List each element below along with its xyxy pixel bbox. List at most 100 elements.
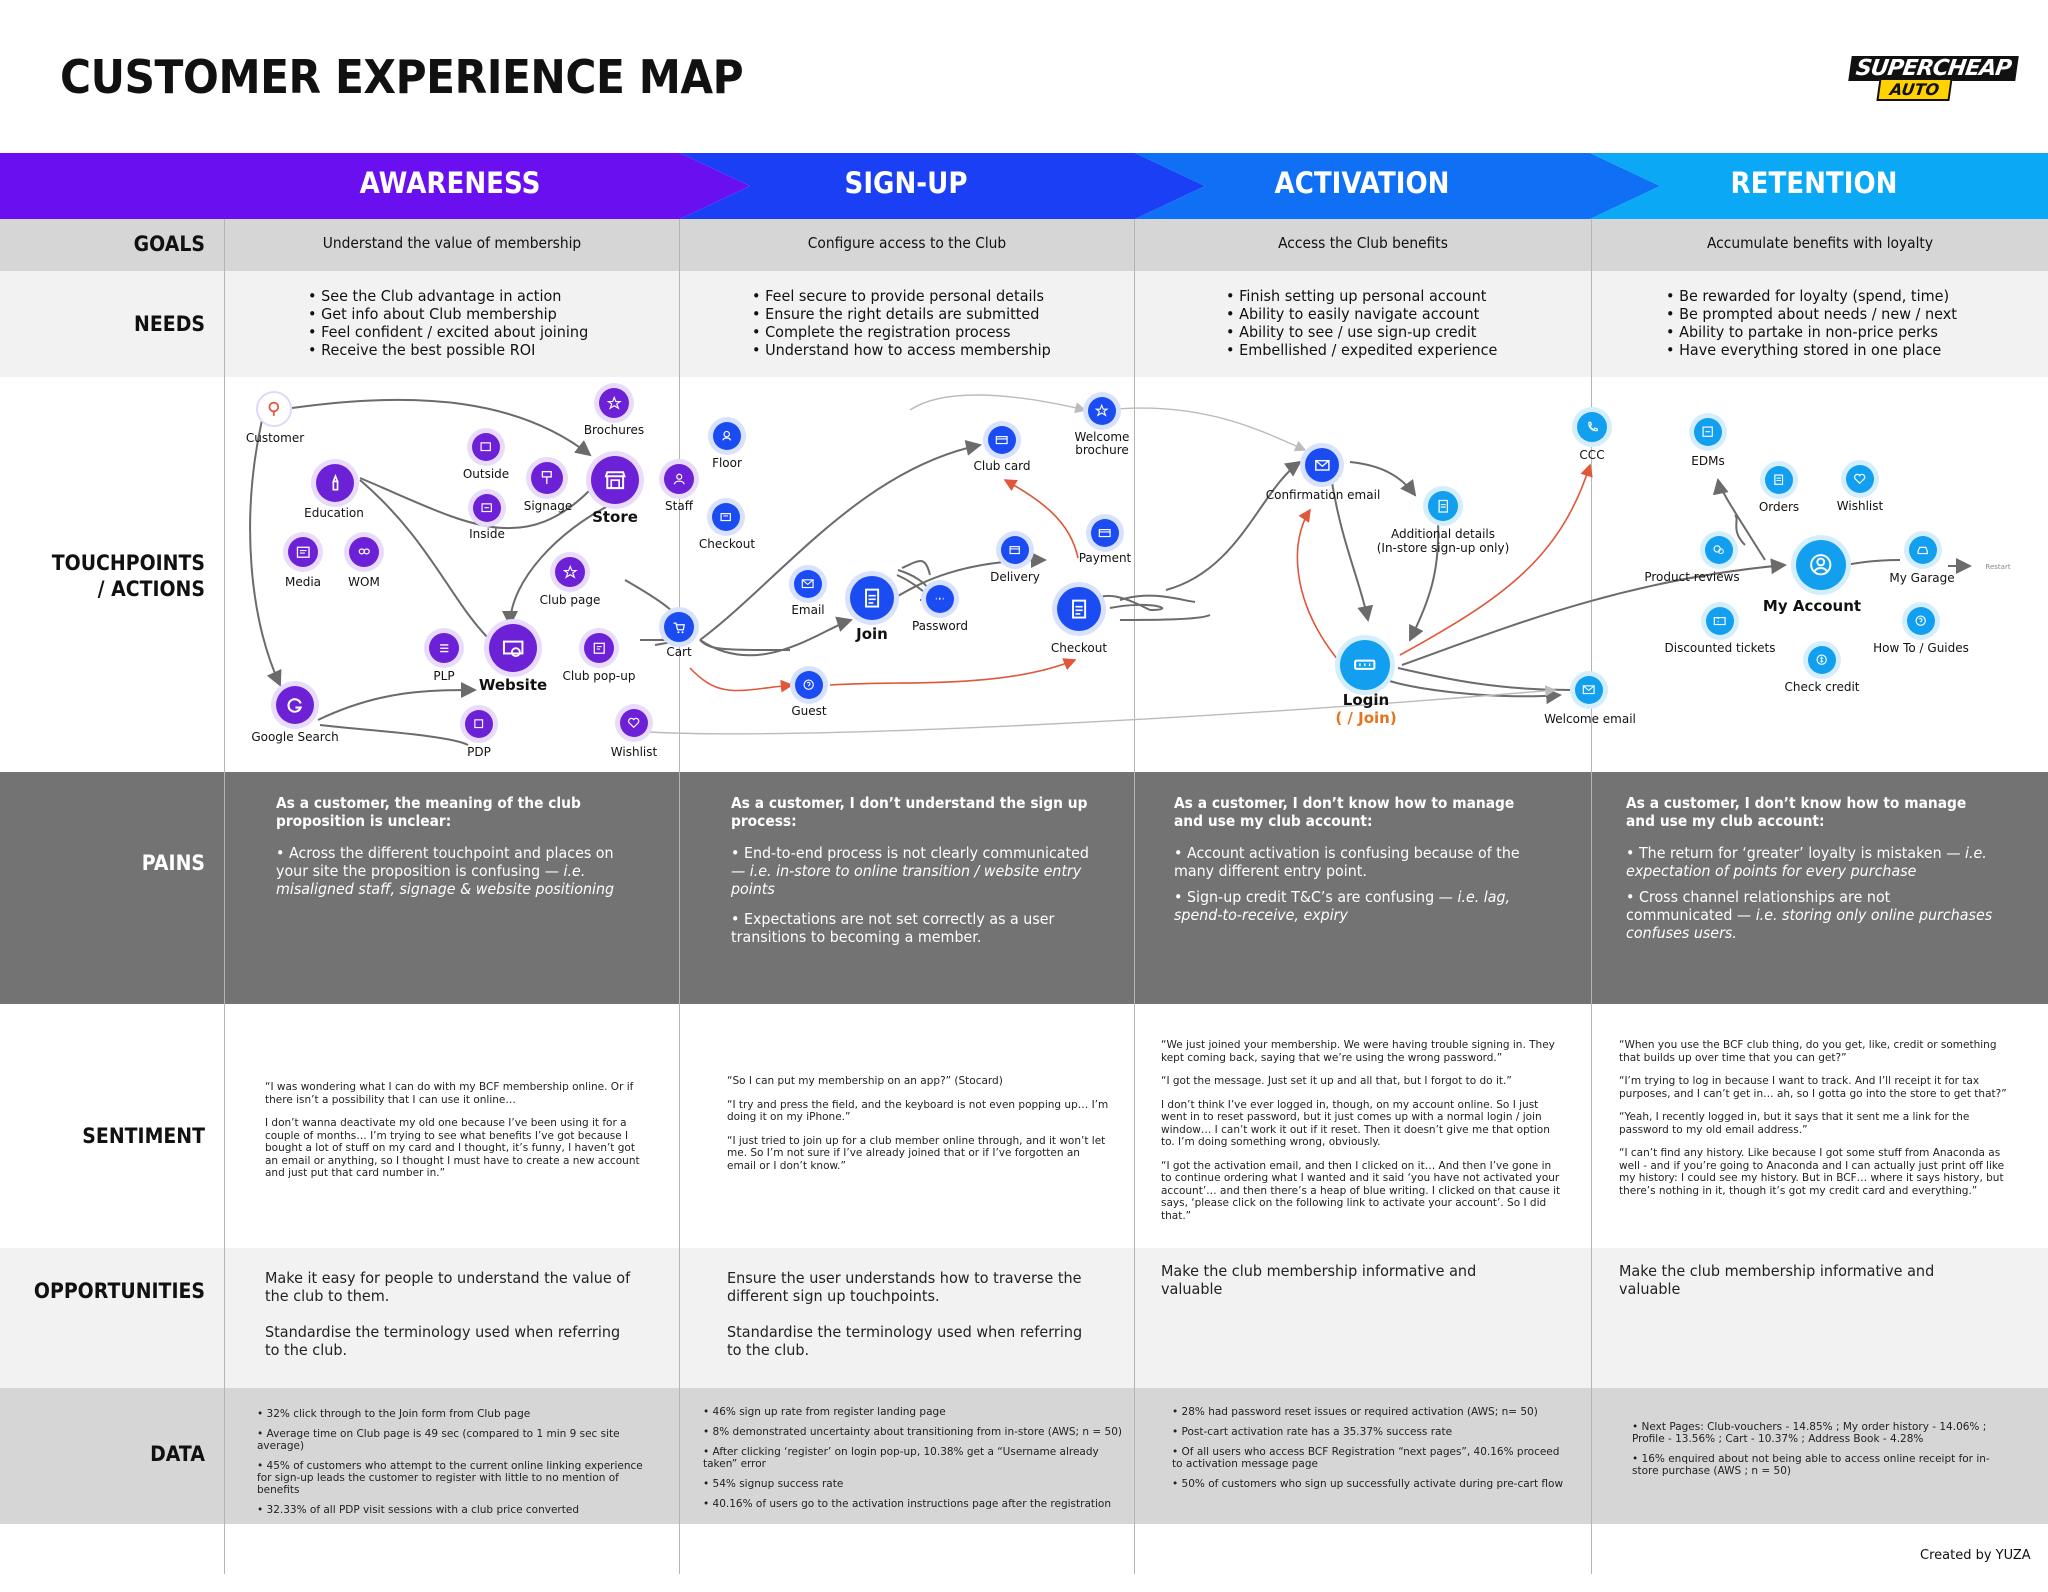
brochures-icon[interactable] bbox=[599, 388, 629, 418]
club-popup-icon[interactable] bbox=[584, 633, 614, 663]
website-icon[interactable] bbox=[489, 624, 537, 672]
outside-icon[interactable] bbox=[472, 433, 500, 461]
join-icon[interactable] bbox=[850, 576, 894, 620]
my-account-icon[interactable] bbox=[1796, 540, 1846, 590]
email-icon[interactable] bbox=[794, 570, 822, 598]
login-label: Login bbox=[1342, 691, 1390, 709]
welcome-email-label: Welcome email bbox=[1544, 712, 1636, 726]
store-icon[interactable] bbox=[591, 456, 639, 504]
media-label: Media bbox=[284, 575, 322, 589]
divider bbox=[1134, 219, 1135, 1574]
club-page-icon[interactable] bbox=[555, 557, 585, 587]
pain-activation: As a customer, I don’t know how to manag… bbox=[1174, 794, 1520, 924]
staff-label: Staff bbox=[665, 499, 693, 513]
goal-awareness: Understand the value of membership bbox=[322, 234, 582, 252]
pain-awareness: As a customer, the meaning of the club p… bbox=[276, 794, 615, 898]
outside-label: Outside bbox=[462, 467, 510, 481]
google-search-icon[interactable] bbox=[276, 686, 314, 724]
login-icon[interactable] bbox=[1340, 640, 1390, 690]
opportunities-activation: Make the club membership informative and… bbox=[1161, 1262, 1477, 1298]
my-garage-icon[interactable] bbox=[1909, 536, 1937, 564]
my-garage-label: My Garage bbox=[1889, 571, 1955, 585]
needs-sign-up: Feel secure to provide personal detailsE… bbox=[752, 287, 1051, 359]
floor-label: Floor bbox=[712, 456, 742, 470]
check-credit-icon[interactable] bbox=[1808, 646, 1836, 674]
checkout-store-icon[interactable] bbox=[712, 503, 740, 531]
ccc-label: CCC bbox=[1579, 448, 1605, 462]
delivery-icon[interactable] bbox=[1001, 536, 1029, 564]
my-account-label: My Account bbox=[1762, 597, 1862, 615]
additional-details-note: (In-store sign-up only) bbox=[1376, 541, 1510, 555]
additional-details-label: Additional details bbox=[1390, 527, 1496, 541]
goals-row bbox=[0, 219, 2048, 271]
discounted-tickets-label: Discounted tickets bbox=[1664, 641, 1776, 655]
payment-icon[interactable] bbox=[1091, 519, 1119, 547]
how-to-icon[interactable] bbox=[1907, 607, 1935, 635]
sentiment-sign-up: “So I can put my membership on an app?” … bbox=[727, 1075, 1109, 1172]
person-pin-icon bbox=[268, 401, 280, 417]
divider bbox=[679, 219, 680, 1574]
password-label: Password bbox=[911, 619, 969, 633]
additional-details-icon[interactable] bbox=[1428, 491, 1458, 521]
phase-retention: RETENTION bbox=[1730, 166, 1898, 200]
wishlist-awareness-icon[interactable] bbox=[620, 709, 648, 737]
edms-icon[interactable] bbox=[1694, 418, 1722, 446]
customer-label: Customer bbox=[245, 431, 305, 445]
phase-band bbox=[0, 153, 2048, 219]
opportunities-awareness: Make it easy for people to understand th… bbox=[265, 1269, 631, 1359]
cart-icon[interactable] bbox=[664, 612, 694, 642]
wishlist-awareness-label: Wishlist bbox=[610, 745, 658, 759]
checkout-icon[interactable] bbox=[1057, 587, 1101, 631]
wom-label: WOM bbox=[348, 575, 380, 589]
brochures-label: Brochures bbox=[583, 423, 645, 437]
opportunities-label: OPPORTUNITIES bbox=[33, 1279, 206, 1303]
needs-activation: Finish setting up personal accountAbilit… bbox=[1226, 287, 1497, 359]
pains-label: PAINS bbox=[141, 851, 205, 875]
education-label: Education bbox=[304, 506, 364, 520]
customer-icon[interactable] bbox=[256, 391, 292, 427]
data-sign-up: 46% sign up rate from register landing p… bbox=[703, 1406, 1123, 1518]
welcome-email-icon[interactable] bbox=[1575, 676, 1603, 704]
needs-awareness: See the Club advantage in actionGet info… bbox=[308, 287, 588, 359]
pdp-icon[interactable] bbox=[465, 710, 493, 738]
wishlist-retention-icon[interactable] bbox=[1846, 465, 1874, 493]
pains-row bbox=[0, 772, 2048, 1004]
product-reviews-icon[interactable] bbox=[1705, 536, 1733, 564]
payment-label: Payment bbox=[1078, 551, 1132, 565]
media-icon[interactable] bbox=[288, 537, 318, 567]
delivery-label: Delivery bbox=[990, 570, 1040, 584]
opportunities-retention: Make the club membership informative and… bbox=[1619, 1262, 1935, 1298]
password-icon[interactable] bbox=[926, 585, 954, 613]
plp-label: PLP bbox=[433, 669, 455, 683]
sentiment-awareness: “I was wondering what I can do with my B… bbox=[265, 1081, 640, 1179]
touchpoint-connectors bbox=[249, 394, 1972, 746]
needs-retention: Be rewarded for loyalty (spend, time)Be … bbox=[1666, 287, 1957, 359]
google-search-label: Google Search bbox=[251, 730, 339, 744]
orders-label: Orders bbox=[1758, 500, 1800, 514]
checkout-label: Checkout bbox=[1050, 641, 1108, 655]
credit: Created by YUZA bbox=[1920, 1548, 2031, 1563]
education-icon[interactable] bbox=[316, 464, 354, 502]
welcome-brochure-icon[interactable] bbox=[1088, 397, 1116, 425]
orders-icon[interactable] bbox=[1765, 466, 1793, 494]
goal-retention: Accumulate benefits with loyalty bbox=[1706, 234, 1934, 252]
floor-icon[interactable] bbox=[713, 422, 741, 450]
inside-icon[interactable] bbox=[473, 494, 501, 522]
wishlist-retention-label: Wishlist bbox=[1836, 499, 1884, 513]
club-card-icon[interactable] bbox=[988, 426, 1016, 454]
staff-icon[interactable] bbox=[664, 464, 694, 494]
checkout-store-label: Checkout bbox=[698, 537, 756, 551]
discounted-tickets-icon[interactable] bbox=[1706, 607, 1734, 635]
guest-icon[interactable] bbox=[795, 671, 823, 699]
signage-icon[interactable] bbox=[531, 462, 563, 494]
pain-retention: As a customer, I don’t know how to manag… bbox=[1626, 794, 1993, 942]
wom-icon[interactable] bbox=[349, 537, 379, 567]
confirmation-email-icon[interactable] bbox=[1305, 448, 1339, 482]
pain-sign-up: As a customer, I don’t understand the si… bbox=[731, 794, 1089, 946]
page-title: CUSTOMER EXPERIENCE MAP bbox=[60, 50, 744, 104]
plp-icon[interactable] bbox=[429, 633, 459, 663]
ccc-icon[interactable] bbox=[1577, 412, 1607, 442]
phase-activation: ACTIVATION bbox=[1274, 166, 1450, 200]
inside-label: Inside bbox=[469, 527, 505, 541]
welcome-brochure-label: Welcome brochure bbox=[1074, 430, 1130, 457]
